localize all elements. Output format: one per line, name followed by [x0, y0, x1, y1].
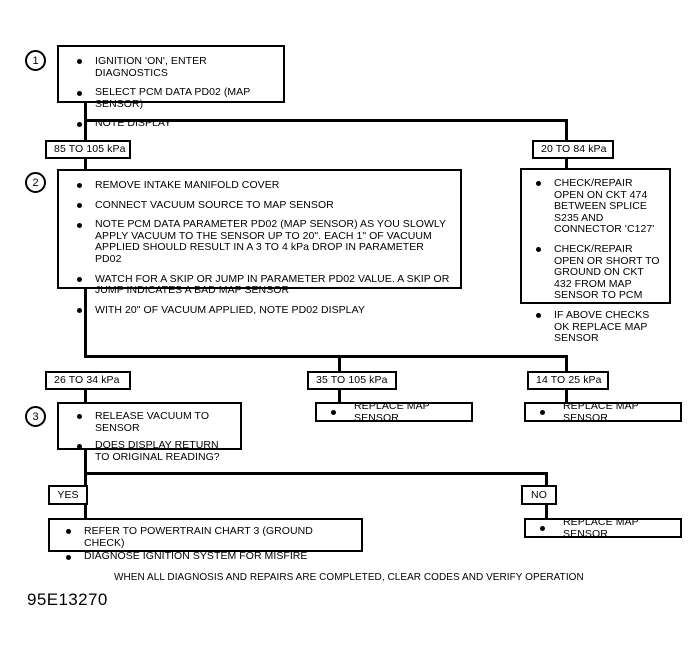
list-item-text: DOES DISPLAY RETURN TO ORIGINAL READING?	[95, 439, 220, 463]
list-item: CHECK/REPAIR OPEN OR SHORT TO GROUND ON …	[532, 242, 661, 302]
bullet-icon	[536, 181, 541, 187]
replace-map-sensor-right-label: REPLACE MAP SENSOR	[563, 400, 639, 424]
list-item: IF ABOVE CHECKS OK REPLACE MAP SENSOR	[532, 308, 661, 345]
list-item-text: NOTE PCM DATA PARAMETER PD02 (MAP SENSOR…	[95, 218, 446, 265]
yes-result-list: REFER TO POWERTRAIN CHART 3 (GROUND CHEC…	[62, 525, 355, 563]
list-item-text: CHECK/REPAIR OPEN OR SHORT TO GROUND ON …	[554, 242, 660, 302]
bullet-icon	[66, 529, 71, 535]
list-item-text: RELEASE VACUUM TO SENSOR	[95, 410, 210, 434]
yes-tag: YES	[48, 485, 88, 505]
connector-branch3-right-down	[545, 472, 548, 488]
list-item: RELEASE VACUUM TO SENSOR	[73, 410, 232, 434]
step-3-list: RELEASE VACUUM TO SENSOR DOES DISPLAY RE…	[73, 410, 232, 463]
list-item: DOES DISPLAY RETURN TO ORIGINAL READING?	[73, 439, 232, 463]
connector-26-34-down	[84, 390, 87, 402]
bullet-icon	[77, 222, 82, 228]
range-tag-35-105: 35 TO 105 kPa	[307, 371, 397, 390]
list-item-text: REMOVE INTAKE MANIFOLD COVER	[95, 179, 280, 191]
connector-step2-down	[84, 289, 87, 358]
replace-map-sensor-right-box: REPLACE MAP SENSOR	[524, 400, 682, 424]
connector-branch2-right-down	[565, 355, 568, 372]
list-item-text: IGNITION 'ON', ENTER DIAGNOSTICS	[95, 55, 207, 79]
replace-map-sensor-middle-row: REPLACE MAP SENSOR	[317, 400, 471, 424]
list-item: REMOVE INTAKE MANIFOLD COVER	[73, 179, 450, 192]
replace-map-sensor-right-row: REPLACE MAP SENSOR	[526, 400, 680, 424]
document-id: 95E13270	[27, 590, 108, 609]
bullet-icon	[77, 414, 82, 420]
bullet-icon	[77, 90, 82, 96]
no-result-box: REPLACE MAP SENSOR	[524, 516, 682, 540]
range-tag-26-34: 26 TO 34 kPa	[45, 371, 131, 390]
list-item-text: IF ABOVE CHECKS OK REPLACE MAP SENSOR	[554, 308, 650, 345]
replace-map-sensor-middle-box: REPLACE MAP SENSOR	[315, 400, 473, 424]
list-item-text: WATCH FOR A SKIP OR JUMP IN PARAMETER PD…	[95, 272, 450, 297]
no-result-label: REPLACE MAP SENSOR	[563, 516, 639, 540]
step-2-list: REMOVE INTAKE MANIFOLD COVER CONNECT VAC…	[73, 179, 450, 317]
open-circuit-box: CHECK/REPAIR OPEN ON CKT 474 BETWEEN SPL…	[520, 168, 671, 344]
step-3-box: RELEASE VACUUM TO SENSOR DOES DISPLAY RE…	[57, 402, 242, 462]
step-1-list: IGNITION 'ON', ENTER DIAGNOSTICS SELECT …	[73, 55, 275, 130]
replace-map-sensor-middle-label: REPLACE MAP SENSOR	[354, 400, 430, 424]
step-marker-2: 2	[25, 172, 46, 193]
range-tag-20-84: 20 TO 84 kPa	[532, 140, 614, 159]
bullet-icon	[77, 308, 82, 314]
range-tag-14-25: 14 TO 25 kPa	[527, 371, 609, 390]
bullet-icon	[77, 59, 82, 65]
footer-note: WHEN ALL DIAGNOSIS AND REPAIRS ARE COMPL…	[114, 572, 584, 583]
list-item-text: NOTE DISPLAY	[95, 117, 172, 130]
connector-20-84-down	[565, 159, 568, 170]
connector-branch1-right-down	[565, 119, 568, 141]
bullet-icon	[331, 409, 336, 415]
list-item: NOTE PCM DATA PARAMETER PD02 (MAP SENSOR…	[73, 218, 450, 265]
bullet-icon	[77, 443, 82, 449]
bullet-icon	[77, 183, 82, 189]
step-marker-3: 3	[25, 406, 46, 427]
connector-step1-down	[84, 103, 87, 141]
list-item: DIAGNOSE IGNITION SYSTEM FOR MISFIRE	[62, 550, 355, 563]
yes-result-box: REFER TO POWERTRAIN CHART 3 (GROUND CHEC…	[48, 518, 363, 562]
bullet-icon	[536, 247, 541, 253]
range-tag-85-105: 85 TO 105 kPa	[45, 140, 131, 159]
list-item: CONNECT VACUUM SOURCE TO MAP SENSOR	[73, 198, 450, 212]
no-tag: NO	[521, 485, 557, 505]
connector-branch2-horizontal	[84, 355, 568, 358]
open-circuit-list: CHECK/REPAIR OPEN ON CKT 474 BETWEEN SPL…	[532, 177, 661, 345]
connector-35-105-down	[338, 390, 341, 402]
list-item: REFER TO POWERTRAIN CHART 3 (GROUND CHEC…	[62, 525, 355, 549]
bullet-icon	[77, 276, 82, 282]
bullet-icon	[540, 409, 545, 415]
list-item: IGNITION 'ON', ENTER DIAGNOSTICS	[73, 55, 275, 79]
step-2-box: REMOVE INTAKE MANIFOLD COVER CONNECT VAC…	[57, 169, 462, 316]
bullet-icon	[540, 525, 545, 531]
bullet-icon	[66, 554, 71, 560]
connector-branch3-horizontal	[84, 472, 548, 475]
list-item: WITH 20" OF VACUUM APPLIED, NOTE PD02 DI…	[73, 303, 450, 317]
bullet-icon	[77, 202, 82, 208]
connector-no-down	[545, 505, 548, 519]
list-item-text: CHECK/REPAIR OPEN ON CKT 474 BETWEEN SPL…	[554, 177, 655, 236]
bullet-icon	[77, 121, 82, 127]
list-item-text: REFER TO POWERTRAIN CHART 3 (GROUND CHEC…	[84, 525, 313, 549]
no-result-row: REPLACE MAP SENSOR	[526, 516, 680, 540]
bullet-icon	[536, 313, 541, 319]
list-item-text: DIAGNOSE IGNITION SYSTEM FOR MISFIRE	[84, 550, 308, 563]
connector-14-25-down	[565, 390, 568, 402]
connector-85-105-down	[84, 159, 87, 171]
connector-step3-down	[84, 450, 87, 488]
step-1-box: IGNITION 'ON', ENTER DIAGNOSTICS SELECT …	[57, 45, 285, 129]
list-item: SELECT PCM DATA PD02 (MAP SENSOR)	[73, 86, 275, 110]
list-item: WATCH FOR A SKIP OR JUMP IN PARAMETER PD…	[73, 272, 450, 297]
list-item-text: WITH 20" OF VACUUM APPLIED, NOTE PD02 DI…	[95, 303, 365, 316]
connector-branch2-middle-down	[338, 355, 341, 372]
list-item: NOTE DISPLAY	[73, 118, 275, 130]
list-item-text: SELECT PCM DATA PD02 (MAP SENSOR)	[95, 86, 251, 110]
connector-yes-down	[84, 505, 87, 519]
connector-branch1-horizontal	[84, 119, 568, 122]
list-item-text: CONNECT VACUUM SOURCE TO MAP SENSOR	[95, 198, 334, 211]
list-item: CHECK/REPAIR OPEN ON CKT 474 BETWEEN SPL…	[532, 177, 661, 236]
step-marker-1: 1	[25, 50, 46, 71]
